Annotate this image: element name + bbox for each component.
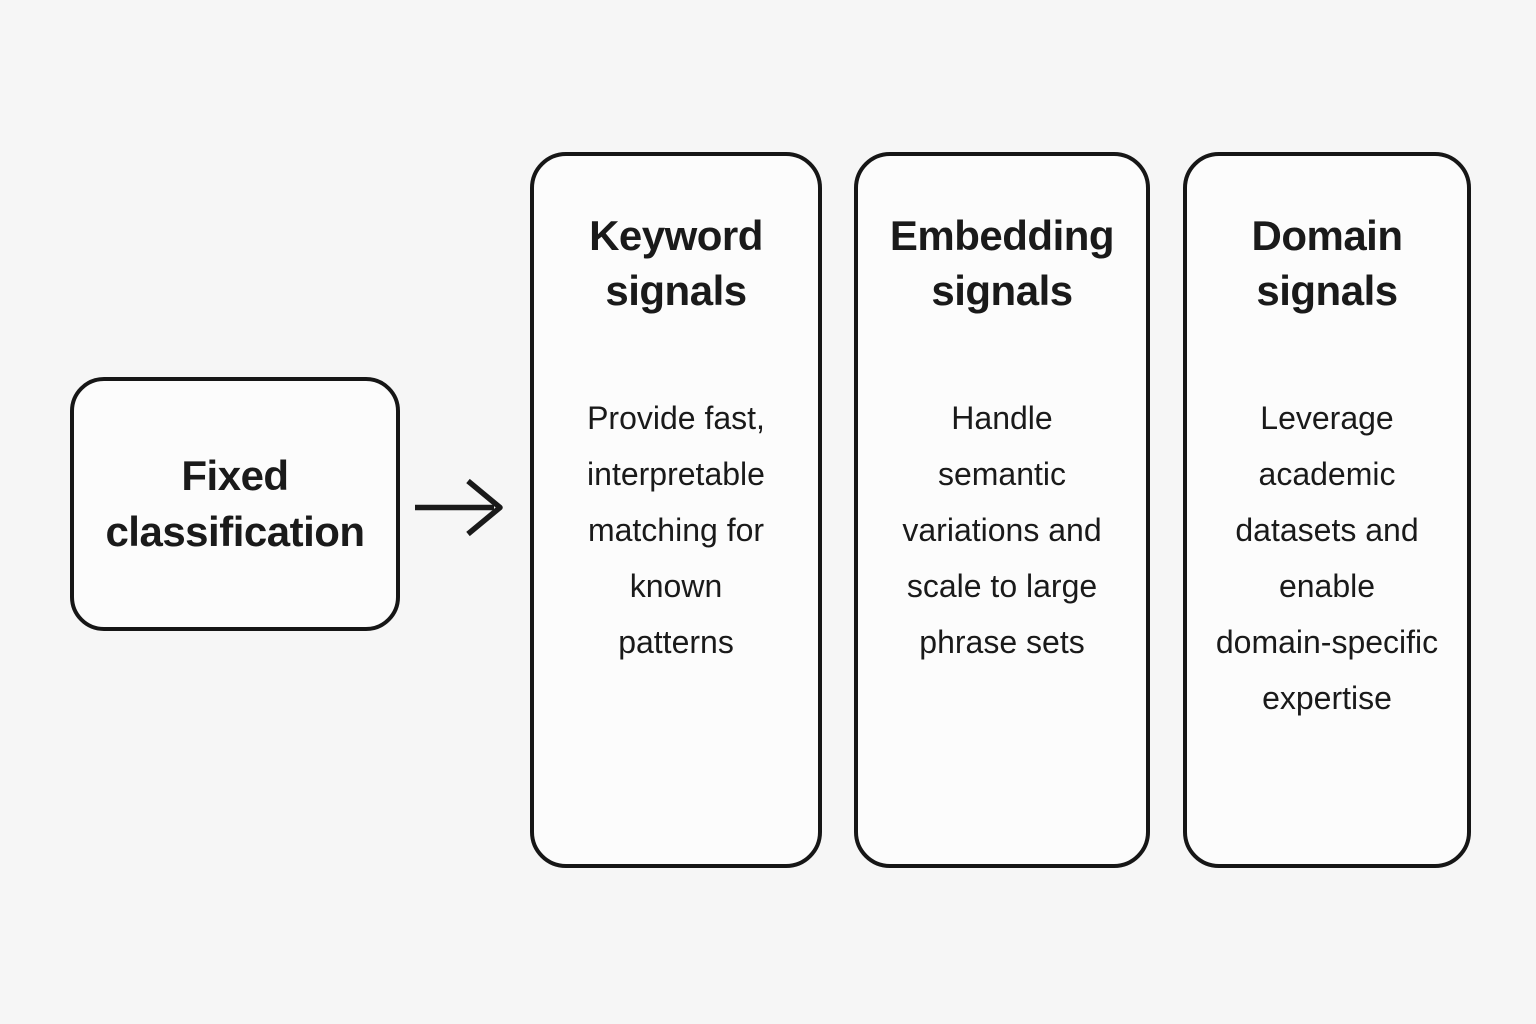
- node-embedding-signals: Embedding signals Handle semantic variat…: [854, 152, 1150, 868]
- embedding-signals-title: Embedding signals: [889, 212, 1115, 314]
- node-domain-signals: Domain signals Leverage academic dataset…: [1183, 152, 1471, 868]
- node-keyword-signals: Keyword signals Provide fast, interpreta…: [530, 152, 822, 868]
- right-arrow-icon: [415, 478, 503, 537]
- fixed-classification-label: Fixed classification: [105, 452, 365, 555]
- embedding-signals-description: Handle semantic variations and scale to …: [902, 400, 1102, 660]
- keyword-signals-description: Provide fast, interpretable matching for…: [587, 400, 765, 660]
- domain-signals-title: Domain signals: [1251, 212, 1403, 314]
- keyword-signals-title: Keyword signals: [589, 212, 763, 314]
- domain-signals-description: Leverage academic datasets and enable do…: [1215, 400, 1439, 716]
- node-fixed-classification: Fixed classification: [70, 377, 400, 631]
